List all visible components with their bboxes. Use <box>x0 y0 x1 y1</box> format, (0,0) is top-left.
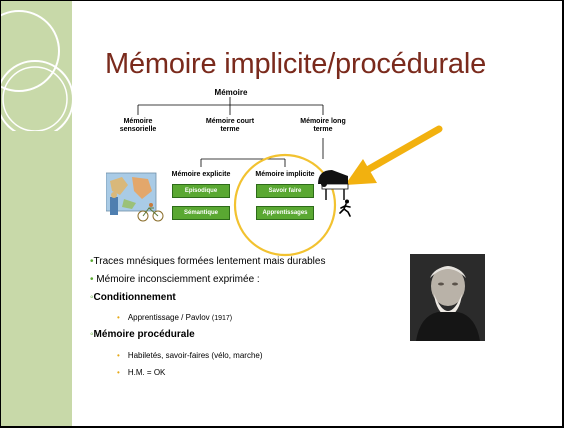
piano-icon <box>318 170 349 200</box>
diagram-root-memoire: Mémoire <box>214 88 248 97</box>
subbullet-text: Habiletés, savoir-faires (vélo, marche) <box>127 351 263 360</box>
subbullet-year: (1917) <box>211 315 233 322</box>
diagram-explicit-label: Mémoire explicite <box>171 171 231 178</box>
subbullet-habiletes: • Habiletés, savoir-faires (vélo, marche) <box>117 351 263 360</box>
portrait-image <box>410 254 485 341</box>
bullet-dot: ◦ <box>90 329 94 340</box>
box-apprentissages: Apprentissages <box>256 206 314 220</box>
subbullet-dot: • <box>117 368 120 377</box>
subbullet-text: H.M. = OK <box>127 368 166 377</box>
map-illustration-icon <box>106 172 157 215</box>
bullet-dot: ◦ <box>90 292 94 303</box>
bike-sketch-icon <box>137 203 164 222</box>
subbullet-pavlov: • Apprentissage / Pavlov (1917) <box>117 313 232 322</box>
bullet-dot: • <box>90 256 94 267</box>
bullet-inconscient: • Mémoire inconsciemment exprimée : <box>90 274 260 285</box>
bullet-text: Mémoire procédurale <box>93 329 195 340</box>
subbullet-hm: • H.M. = OK <box>117 368 165 377</box>
bullet-text: Traces mnésiques formées lentement mais … <box>93 256 326 267</box>
diagram-branch-long-terme: Mémoire long terme <box>300 118 346 133</box>
bullet-dot: • <box>90 274 94 285</box>
diagram-branch-court-terme: Mémoire court terme <box>205 118 255 133</box>
bullet-conditionnement: ◦Conditionnement <box>90 292 176 303</box>
bullet-traces: •Traces mnésiques formées lentement mais… <box>90 256 325 267</box>
subbullet-dot: • <box>117 313 120 322</box>
diagram-implicit-label: Mémoire implicite <box>255 171 315 178</box>
subbullet-dot: • <box>117 351 120 360</box>
running-figure-icon <box>339 199 351 217</box>
highlight-circle <box>233 153 337 257</box>
diagram-branch-sensorielle: Mémoire sensorielle <box>119 118 157 133</box>
bullet-text: Mémoire inconsciemment exprimée : <box>96 274 260 285</box>
sidebar-circles-decoration <box>1 10 74 131</box>
box-episodique: Episodique <box>172 184 230 198</box>
highlight-arrow-icon <box>345 125 443 185</box>
box-savoir-faire: Savoir faire <box>256 184 314 198</box>
slide-title: Mémoire implicite/procédurale <box>105 48 487 80</box>
bullet-procedurale: ◦Mémoire procédurale <box>90 329 195 340</box>
box-semantique: Sémantique <box>172 206 230 220</box>
subbullet-text: Apprentissage / Pavlov <box>127 313 210 322</box>
bullet-text: Conditionnement <box>93 292 176 303</box>
pavlov-portrait <box>410 254 485 341</box>
